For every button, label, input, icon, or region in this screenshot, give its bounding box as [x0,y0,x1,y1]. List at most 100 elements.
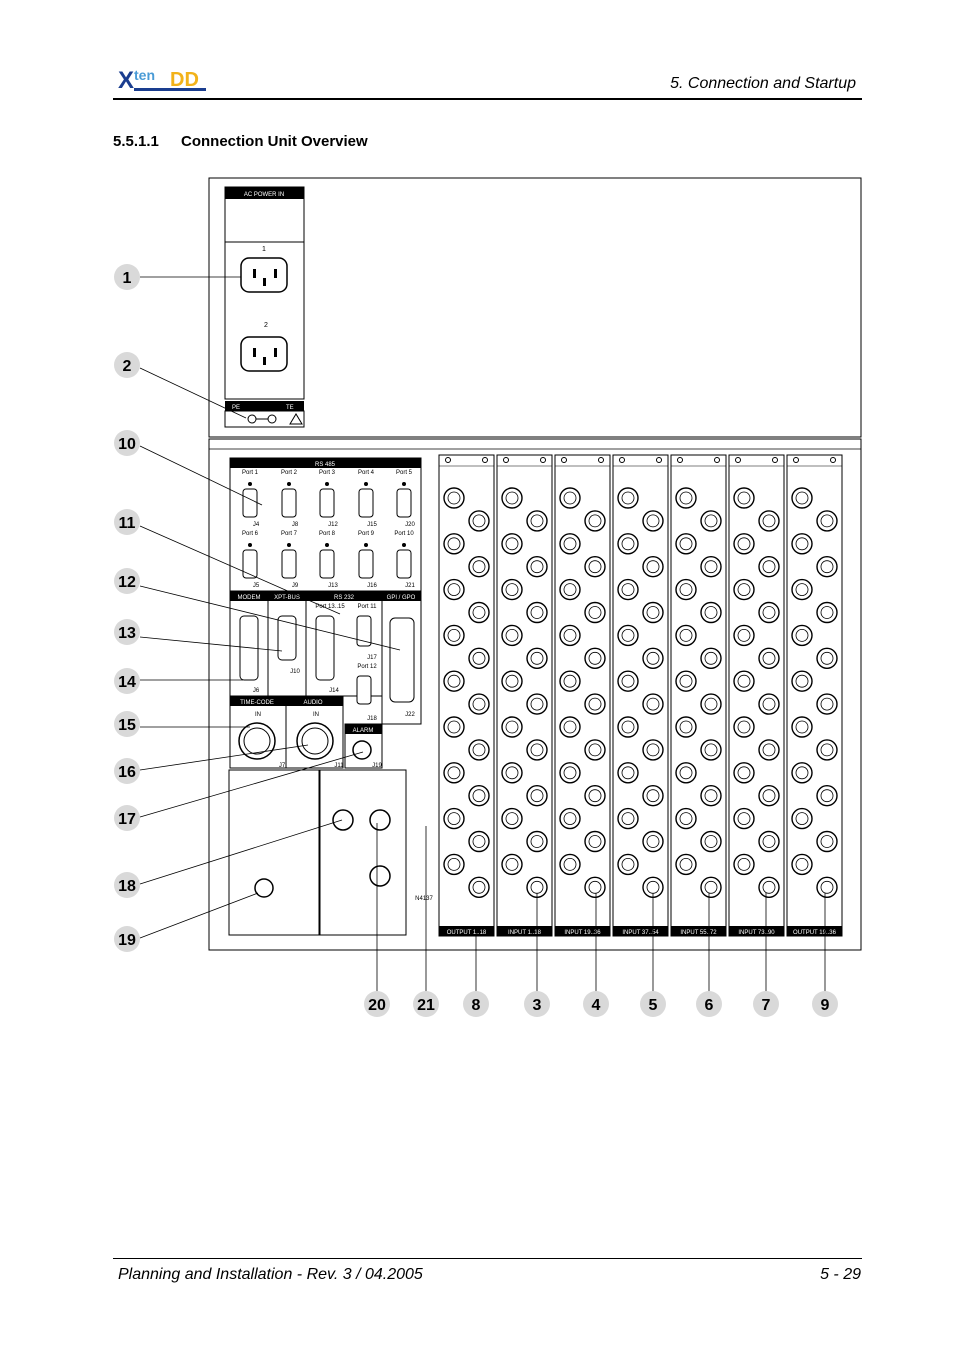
callout-number: 4 [592,997,601,1014]
timecode-in-label: IN [255,712,261,718]
bnc-connector [791,807,813,830]
bnc-connector [675,487,697,509]
callout-number: 11 [119,515,136,532]
bnc-connector [791,487,813,509]
port-13-15-label: Port 13..15 [315,604,345,610]
bnc-connector [526,830,548,853]
bnc-card: INPUT 1..18 [496,454,553,937]
bnc-connector [501,853,523,876]
footer-rule [113,1258,862,1259]
bnc-connector [443,578,465,601]
callout-number: 16 [118,764,136,781]
callout-circle [640,991,666,1017]
callout-number: 21 [417,997,435,1014]
rs485-screw [325,543,329,547]
rs485-port-label: Port 10 [394,531,414,537]
callout-circle [753,991,779,1017]
bnc-connector [816,647,838,669]
bnc-connector [443,487,465,509]
time-code-label: TIME-CODE [240,700,274,706]
bnc-connector [617,807,639,830]
bnc-connector [501,533,523,555]
bnc-card: INPUT 19..36 [554,454,611,937]
n4137-label: N4137 [415,896,433,902]
rs485-connector [319,549,335,579]
bnc-connector [700,693,722,715]
rs232-connector [315,615,335,681]
rs485-port-label: Port 1 [242,470,259,476]
audio-label: AUDIO [303,700,322,706]
bnc-connector [700,601,722,624]
callout-number: 5 [649,997,658,1014]
bnc-connector [526,693,548,715]
callout-circle [114,805,140,831]
rs485-connector [242,549,258,579]
bnc-connector [501,624,523,647]
callout-circle [114,926,140,952]
bnc-connector [642,785,664,807]
bnc-card-label: INPUT 1..18 [508,930,542,936]
bnc-connector [700,876,722,898]
ac-power-label: AC POWER IN [244,192,284,198]
bnc-connector [816,556,838,578]
lower-chassis [208,438,862,951]
bnc-connector [443,624,465,647]
rs485-port-label: Port 5 [396,470,413,476]
socket-2-label: 2 [264,322,268,329]
svg-text:X: X [118,67,134,94]
bnc-connector [443,853,465,876]
bnc-card: INPUT 73..90 [728,454,785,937]
bnc-connector [791,533,813,555]
bnc-connector [733,578,755,601]
rs485-connector [281,488,297,518]
bnc-connector [468,556,490,578]
rs485-connector [358,549,374,579]
bnc-connector [733,670,755,692]
rs485-port-label: Port 7 [281,531,298,537]
bnc-connector [791,578,813,601]
callout-circle [114,668,140,694]
bnc-connector [700,647,722,669]
j19-label: J19 [372,763,382,769]
j18-label: J18 [367,716,377,722]
bnc-connector [443,533,465,555]
rs485-jack-label: J15 [367,522,377,528]
bnc-connector [501,762,523,784]
bnc-connector [675,578,697,601]
footer-page-number: 5 - 29 [820,1266,861,1283]
rs485-screw [248,543,252,547]
bnc-connector [791,670,813,692]
bnc-connector [559,624,581,647]
blank-module [228,769,320,936]
bnc-connector [758,693,780,715]
bnc-connector [443,762,465,784]
rs485-screw [402,482,406,486]
xtendd-logo: X ten DD [118,66,210,94]
bnc-connector [559,578,581,601]
bnc-connector [675,533,697,555]
rs485-screw [364,482,368,486]
bnc-card-label: OUTPUT 19..36 [793,930,837,936]
svg-text:DD: DD [170,69,199,91]
rs485-screw [402,543,406,547]
callout-circle [114,568,140,594]
bnc-card: OUTPUT 1..18 [438,454,495,937]
bnc-connector [642,556,664,578]
bnc-connector [733,807,755,830]
bnc-connector [758,785,780,807]
rs485-jack-label: J5 [253,583,260,589]
rs485-jack-label: J20 [405,522,415,528]
bnc-connector [642,510,664,532]
callout-circle [524,991,550,1017]
port-12-connector [356,675,372,705]
bnc-connector [642,830,664,853]
j17-label: J17 [367,655,377,661]
bnc-connector [675,853,697,876]
header-rule [113,98,862,100]
bnc-connector [559,670,581,692]
callout-circle [812,991,838,1017]
bnc-connector [675,762,697,784]
callout-circle [114,758,140,784]
callout-number: 12 [118,574,136,591]
bnc-connector [468,601,490,624]
